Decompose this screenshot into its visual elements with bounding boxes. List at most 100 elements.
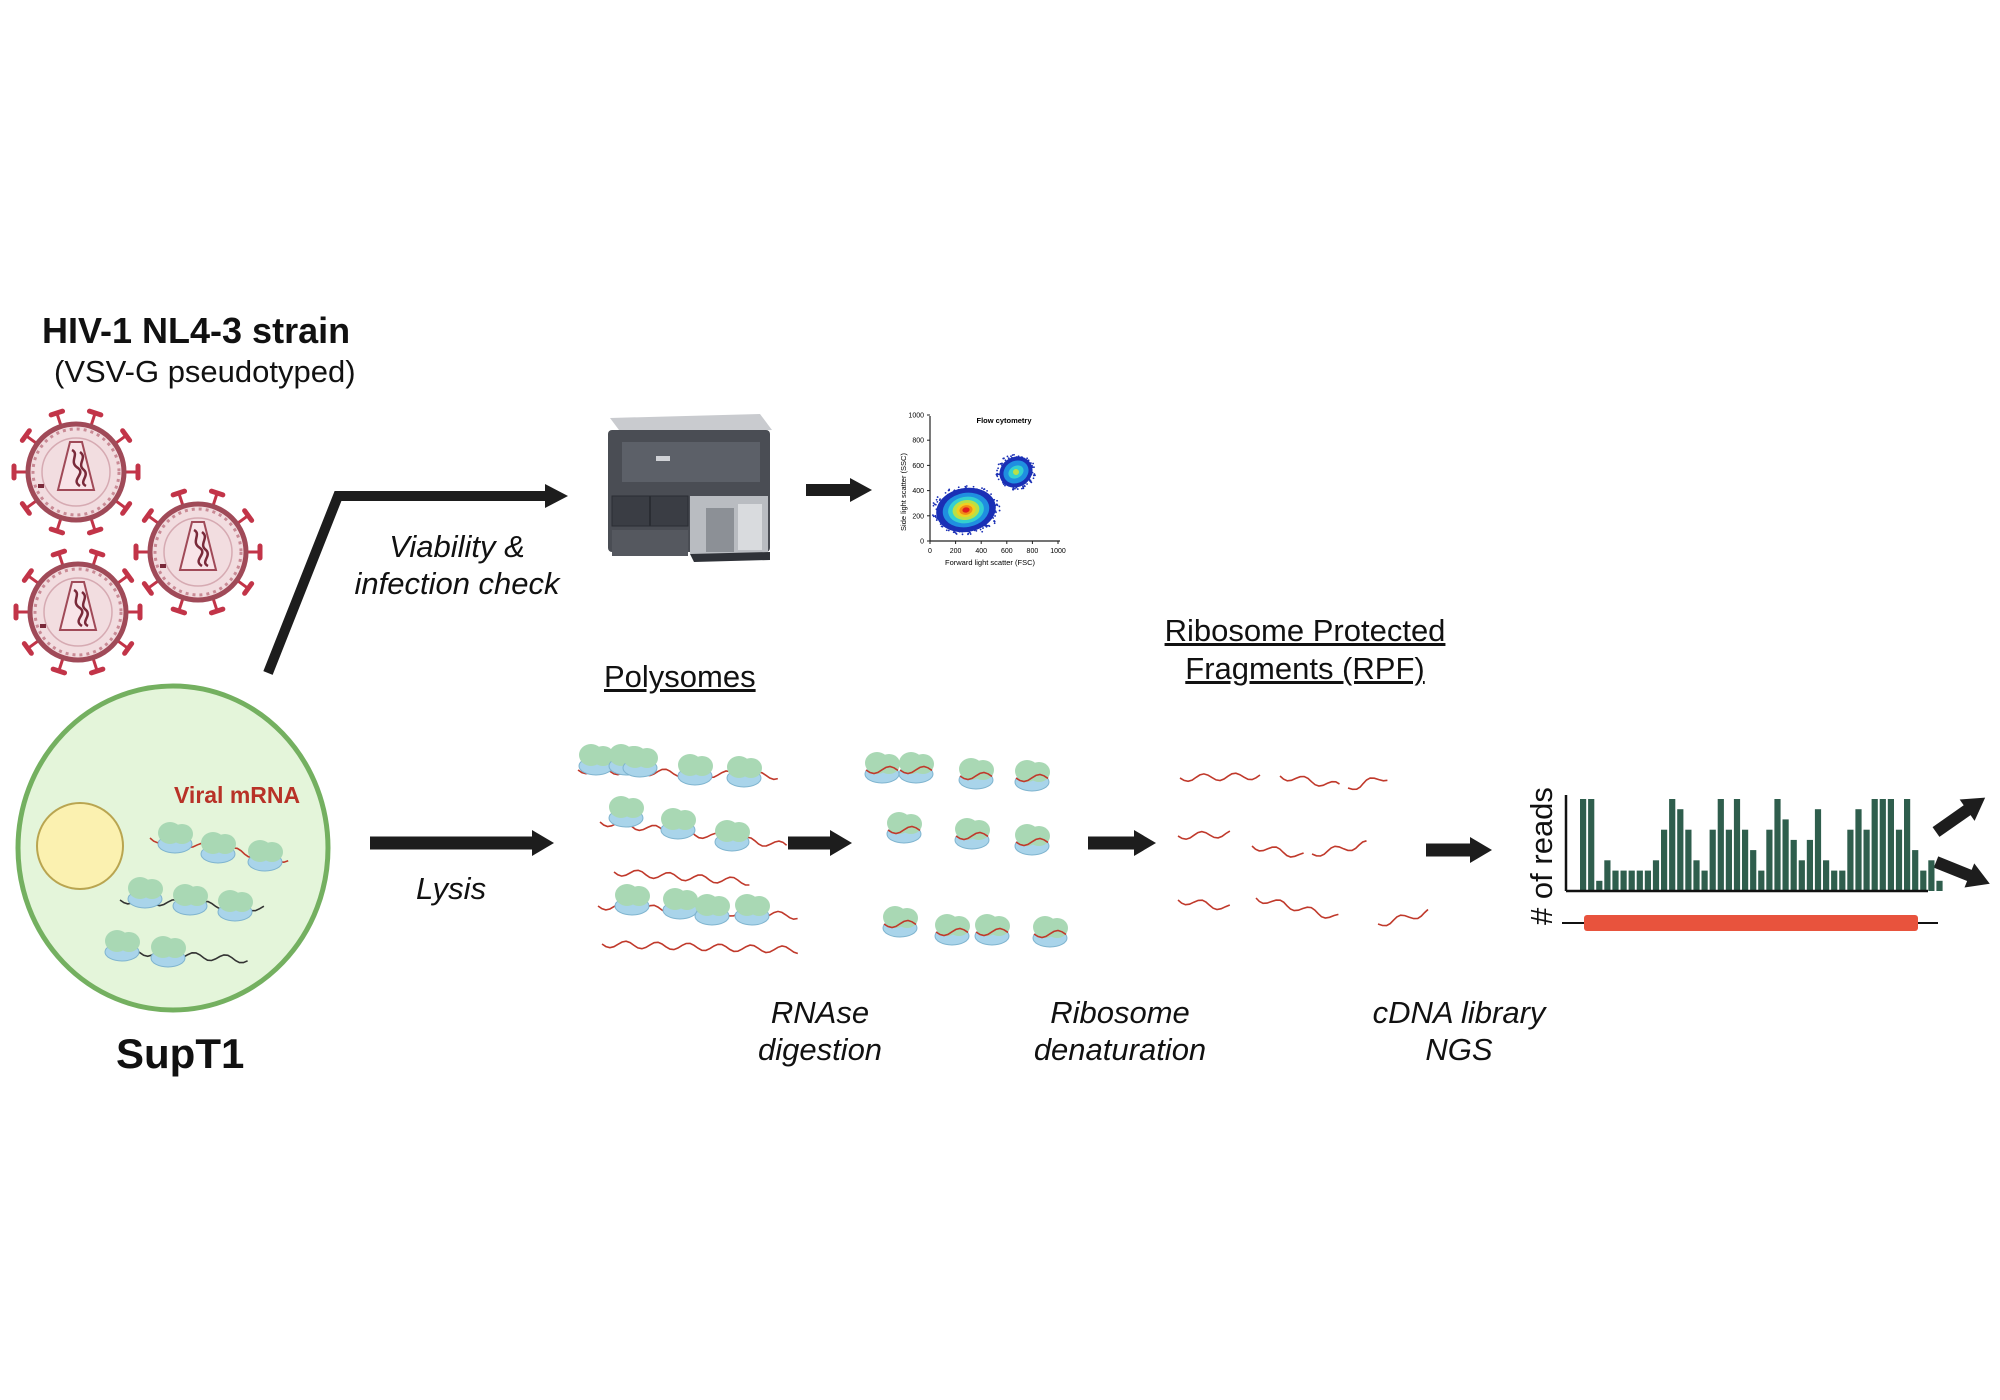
viability-line2: infection check: [354, 566, 560, 601]
rnase-step-label: RNAse digestion: [740, 994, 900, 1068]
arrow-head: [1134, 830, 1156, 856]
rpf-fragment: [1347, 777, 1388, 791]
event-dot: [969, 533, 972, 535]
flow-plot-title: Flow cytometry: [976, 416, 1032, 425]
event-dot: [996, 475, 999, 478]
read-bar: [1669, 799, 1676, 891]
event-dot: [1007, 457, 1010, 460]
event-dot: [975, 529, 978, 532]
event-dot: [1026, 457, 1029, 460]
ribosome-icon: [726, 755, 763, 788]
y-tick-label: 1000: [908, 413, 924, 420]
event-dot: [1029, 479, 1032, 482]
read-bar: [1863, 829, 1870, 891]
viral-mrna-strand: [613, 869, 750, 886]
out-arrow-down: [1933, 856, 1990, 888]
virus-particle-icon: [14, 411, 138, 533]
ribosome-icon: [608, 795, 645, 828]
read-bar: [1596, 880, 1603, 891]
event-dot: [1014, 487, 1016, 490]
cdna-line1: cDNA library: [1372, 995, 1546, 1030]
event-dot: [947, 489, 950, 492]
rpf-fragment: [1311, 840, 1367, 857]
viral-mrna-strand: [601, 940, 799, 955]
event-dot: [986, 489, 988, 492]
ribosome-icon: [677, 753, 714, 786]
read-bar: [1717, 799, 1724, 891]
ribosome-icon: [578, 743, 615, 776]
y-tick-label: 600: [912, 463, 924, 470]
event-dot: [996, 469, 998, 472]
read-bar: [1766, 829, 1773, 891]
event-dot: [993, 520, 996, 522]
rpf-fragment: [1279, 775, 1340, 787]
lysis-step-label: Lysis: [416, 871, 487, 906]
protected-fragment: [887, 825, 921, 835]
rnase-line1: RNAse: [770, 995, 870, 1030]
event-dot: [1023, 485, 1026, 488]
ribosome-icon: [694, 893, 731, 926]
cell-name: SupT1: [116, 1030, 245, 1077]
ribosome-icon: [150, 935, 187, 968]
event-dot: [932, 504, 935, 507]
arrow-head: [830, 830, 852, 856]
cdna-line2: NGS: [1425, 1032, 1493, 1067]
protected-fragment: [899, 765, 933, 775]
read-bar: [1685, 829, 1692, 891]
flow-plot-ylabel: Side light scatter (SSC): [899, 453, 908, 531]
arrow-head: [532, 830, 554, 856]
event-dot: [982, 527, 984, 529]
event-dot: [1033, 466, 1035, 469]
event-dot: [985, 525, 988, 528]
ribosome-icon: [127, 876, 164, 909]
read-bar: [1782, 819, 1789, 891]
event-dot: [1000, 462, 1003, 465]
virus-subtitle: (VSV-G pseudotyped): [54, 354, 356, 389]
supt1-cell: [15, 683, 331, 1013]
event-dot: [964, 485, 967, 488]
x-tick-label: 200: [950, 548, 962, 555]
ribosome-icon: [614, 883, 651, 916]
y-tick-label: 400: [912, 488, 924, 495]
event-dot: [931, 514, 934, 517]
read-bar: [1879, 799, 1886, 891]
rpf-fragment: [1377, 908, 1429, 927]
out-arrow-up: [1932, 797, 1986, 837]
rpf-line1: Ribosome Protected: [1164, 613, 1446, 648]
y-tick-label: 200: [912, 513, 924, 520]
read-bar: [1790, 839, 1797, 891]
read-bar: [1912, 850, 1919, 891]
read-bar: [1693, 860, 1700, 891]
x-tick-label: 800: [1027, 548, 1039, 555]
event-dot: [994, 515, 996, 517]
virus-particle-icon: [16, 551, 140, 673]
flow-cytometer-icon: [608, 414, 772, 562]
event-dot: [997, 467, 1000, 470]
virus-particles: [14, 411, 260, 673]
event-dot: [997, 463, 1000, 466]
ribosome-icon: [714, 819, 751, 852]
x-tick-label: 600: [1001, 548, 1013, 555]
y-tick-label: 0: [920, 539, 924, 546]
read-bar: [1823, 860, 1830, 891]
event-dot: [981, 530, 984, 533]
nucleus: [36, 802, 124, 890]
arrow-head: [850, 478, 872, 502]
event-dot: [944, 492, 947, 494]
y-tick-label: 800: [912, 438, 924, 445]
event-dot: [935, 519, 938, 521]
read-bar: [1580, 799, 1587, 891]
event-dot: [997, 478, 1000, 481]
read-bar: [1904, 799, 1911, 891]
event-dot: [1006, 455, 1009, 458]
event-dot: [961, 533, 964, 536]
event-dot: [993, 522, 996, 525]
read-bar: [1636, 870, 1643, 891]
virus-title: HIV-1 NL4-3 strain: [42, 310, 351, 351]
density-contour: [962, 507, 970, 513]
event-dot: [972, 485, 975, 488]
read-bar: [1887, 799, 1894, 891]
event-dot: [955, 533, 958, 535]
rpf-line2: Fragments (RPF): [1185, 651, 1425, 686]
